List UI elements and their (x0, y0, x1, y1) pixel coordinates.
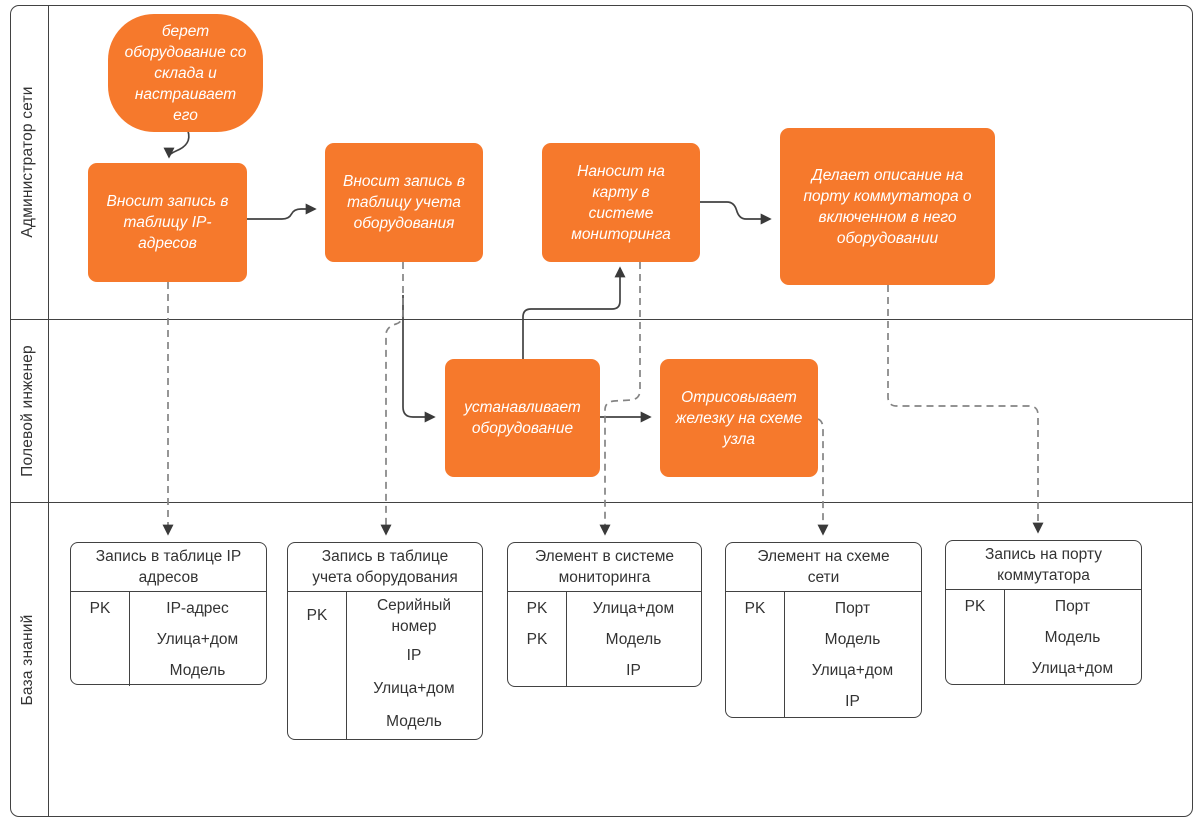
lane-label-knowledge-base: База знаний (19, 614, 36, 706)
node-describe-switch-port: Делает описание на порту коммутатора о в… (780, 128, 995, 285)
lane-label-column-divider (48, 5, 49, 817)
table-row: Улица+дом (1031, 660, 1114, 677)
table-row: Модель (824, 631, 881, 648)
diagram-frame (10, 5, 1193, 817)
table-row: Модель (1044, 629, 1101, 646)
pk-column-divider (129, 592, 130, 686)
kb-table-title: Элемент в системе мониторинга (508, 543, 701, 592)
kb-table-switch-port-record: Запись на порту коммутатора PK Порт Моде… (945, 540, 1142, 685)
table-row: PK Модель (526, 630, 662, 649)
table-row: PK IP-адрес (89, 599, 229, 618)
table-row: PK Порт (744, 599, 871, 618)
table-row: PK Улица+дом (526, 599, 675, 618)
lane-divider-2 (10, 502, 1192, 503)
pk-column-divider (566, 592, 567, 686)
pk-column-divider (1004, 590, 1005, 684)
kb-table-title: Запись в таблице IP адресов (71, 543, 266, 592)
kb-table-ip-records: Запись в таблице IP адресов PK IP-адрес … (70, 542, 267, 686)
lane-label-field-engineer: Полевой инженер (19, 345, 36, 477)
table-row: PK Порт (964, 597, 1091, 616)
node-add-ip-record: Вносит запись в таблицу IP-адресов (88, 163, 247, 282)
table-row: Улица+дом (373, 680, 455, 697)
kb-table-title: Элемент на схеме сети (726, 543, 921, 592)
pk-column-divider (784, 592, 785, 717)
start-node-take-equipment: берет оборудование со склада и настраива… (108, 14, 263, 132)
lane-label-network-admin: Администратор сети (19, 86, 36, 238)
kb-table-title: Запись на порту коммутатора (946, 541, 1141, 590)
table-row: IP (626, 662, 641, 679)
kb-table-monitoring-element: Элемент в системе мониторинга PK Улица+д… (507, 542, 702, 687)
node-add-to-monitoring-map: Наносит на карту в системе мониторинга (542, 143, 700, 262)
lane-divider-1 (10, 319, 1192, 320)
table-row: Модель (386, 713, 442, 730)
table-row: Улица+дом (156, 631, 239, 648)
node-add-inventory-record: Вносит запись в таблицу учета оборудован… (325, 143, 483, 262)
pk-column-divider (346, 592, 347, 739)
node-install-equipment: устанавливает оборудование (445, 359, 600, 477)
kb-table-title: Запись в таблице учета оборудования (288, 543, 482, 592)
table-row: PK Серийный номер (306, 597, 452, 635)
table-row: Модель (169, 662, 226, 679)
table-row: IP (845, 693, 860, 710)
table-row: IP (406, 647, 422, 664)
kb-table-inventory-records: Запись в таблице учета оборудования PK С… (287, 542, 483, 740)
node-draw-on-node-scheme: Отрисовывает железку на схеме узла (660, 359, 818, 477)
table-row: Улица+дом (811, 662, 894, 679)
kb-table-network-scheme-element: Элемент на схеме сети PK Порт Модель Ули… (725, 542, 922, 718)
